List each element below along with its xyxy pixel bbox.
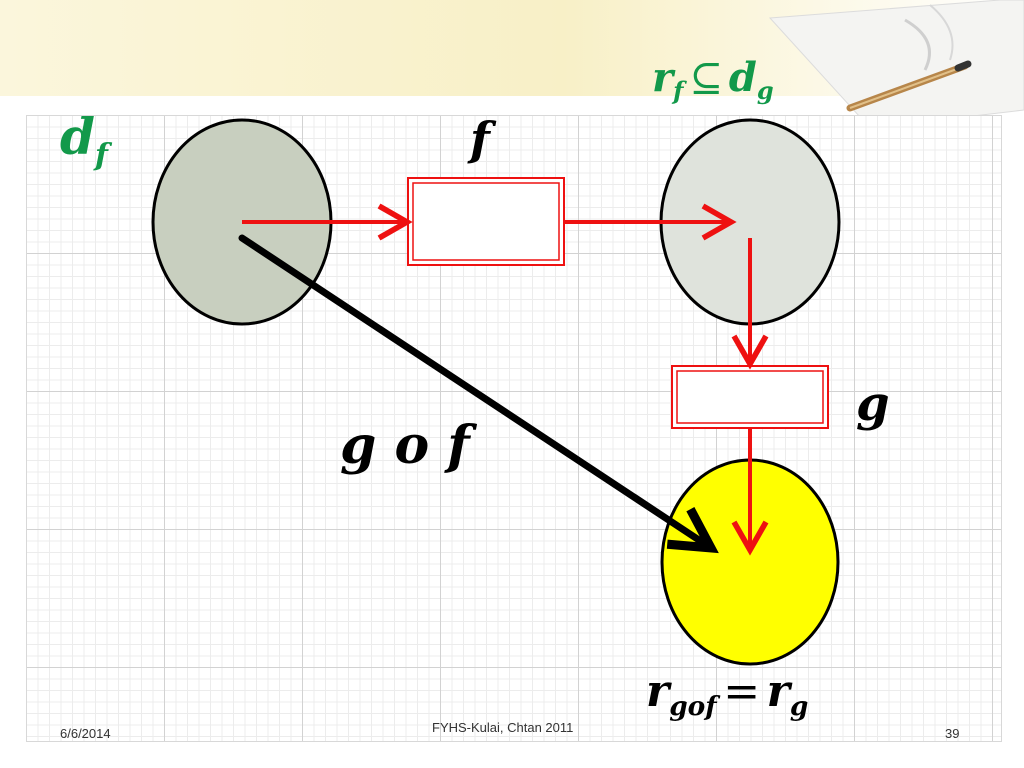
label-g: g — [856, 380, 890, 428]
label-rf-sub: f — [673, 76, 684, 106]
subset-symbol: ⊆ — [689, 55, 723, 101]
function-f-box — [407, 177, 565, 266]
equals-symbol: = — [723, 666, 761, 717]
label-rf-base: r — [652, 54, 674, 101]
label-composition-text: g o f — [340, 415, 470, 476]
function-g-box — [671, 365, 829, 429]
paper-pencil-decoration — [768, 0, 1024, 120]
label-domain-f: df — [60, 112, 108, 171]
arrow-composition — [238, 234, 719, 554]
label-f-text: f — [470, 112, 490, 166]
footer-date: 6/6/2014 — [60, 726, 111, 741]
label-domain-f-base: d — [60, 107, 95, 166]
label-rgof-base: r — [646, 666, 670, 717]
label-g-text: g — [856, 376, 890, 432]
label-rgof-equals-rg: rgof=rg — [646, 670, 808, 720]
footer-page-number: 39 — [945, 726, 960, 741]
label-domain-f-sub: f — [94, 137, 108, 173]
label-f: f — [470, 116, 490, 162]
label-rg-sub: g — [789, 691, 809, 723]
label-composition: g o f — [340, 420, 470, 472]
footer-credit: FYHS-Kulai, Chtan 2011 — [432, 720, 574, 735]
label-rg-base: r — [766, 666, 790, 717]
label-rgof-sub: gof — [669, 691, 717, 723]
label-dg-sub: g — [756, 76, 774, 106]
label-dg-base: d — [728, 54, 757, 101]
label-rf-subset-dg: rf⊆dg — [652, 55, 774, 103]
